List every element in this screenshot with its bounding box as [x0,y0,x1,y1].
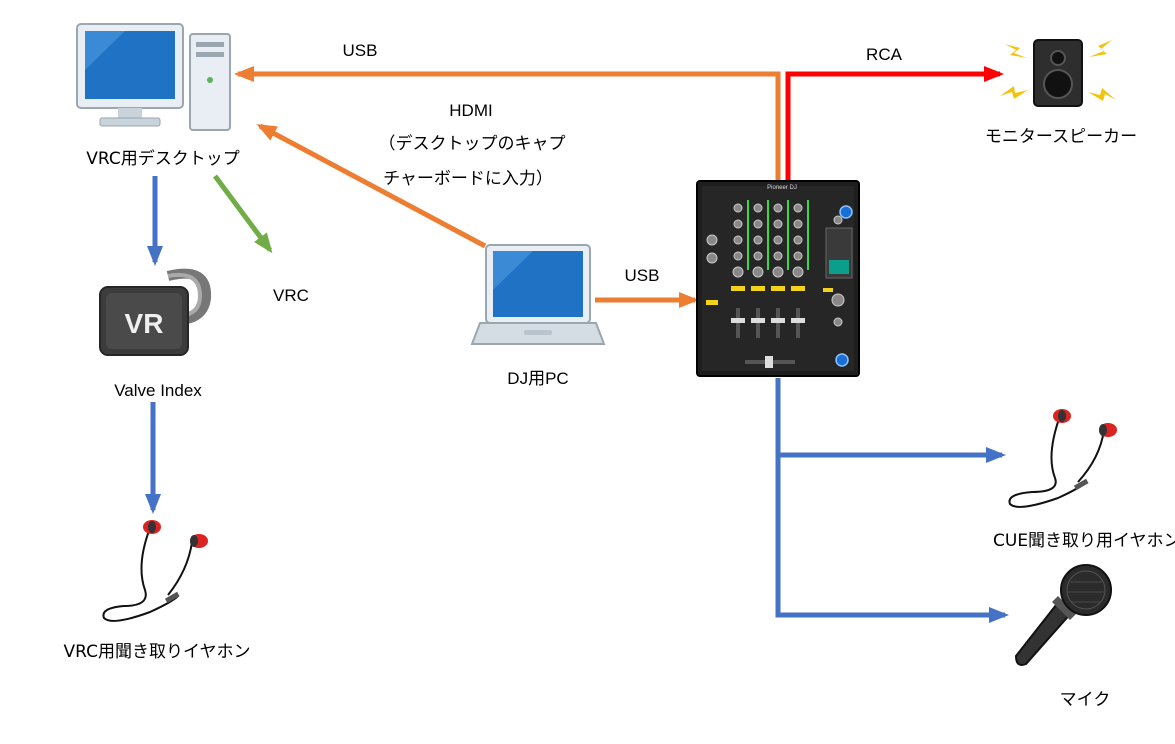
usb-label-mixer: USB [625,266,660,285]
mixer-brand-text: Pioneer DJ [767,185,797,191]
mixer-to-mic-line [775,378,1009,623]
vrc-earphone-label: VRC用聞き取りイヤホン [64,642,251,662]
hdmi-note-line1: （デスクトップのキャプ [379,133,566,154]
desktop-label: VRC用デスクトップ [86,148,239,169]
usb-label-top: USB [343,41,378,60]
vr-headset-label: Valve Index [114,381,202,400]
usb-mixer-to-desktop-line [234,66,781,180]
vrc-line [212,174,273,254]
dj-pc-icon [470,244,606,345]
cue-earphone-icon [1008,409,1117,508]
cue-earphone-label: CUE聞き取り用イヤホン [993,531,1175,551]
vr-icon-text: VR [125,308,164,339]
dj-pc-label: DJ用PC [507,369,568,388]
rca-line [785,66,1004,180]
monitor-speaker-label: モニタースピーカー [985,127,1137,147]
hdmi-label: HDMI [449,101,492,120]
rca-label: RCA [866,45,903,64]
dj-mixer-icon: Pioneer DJ [696,180,860,377]
hdmi-line [256,123,487,249]
vrc-earphone-icon [102,520,208,622]
hdmi-note-line2: チャーボードに入力） [383,169,553,189]
microphone-icon [1014,564,1112,666]
vr-headset-icon: VR [99,268,212,356]
monitor-speaker-icon [1000,39,1116,107]
mic-label: マイク [1060,690,1111,710]
desktop-pc-icon [76,23,231,131]
vrc-label: VRC [273,286,309,305]
